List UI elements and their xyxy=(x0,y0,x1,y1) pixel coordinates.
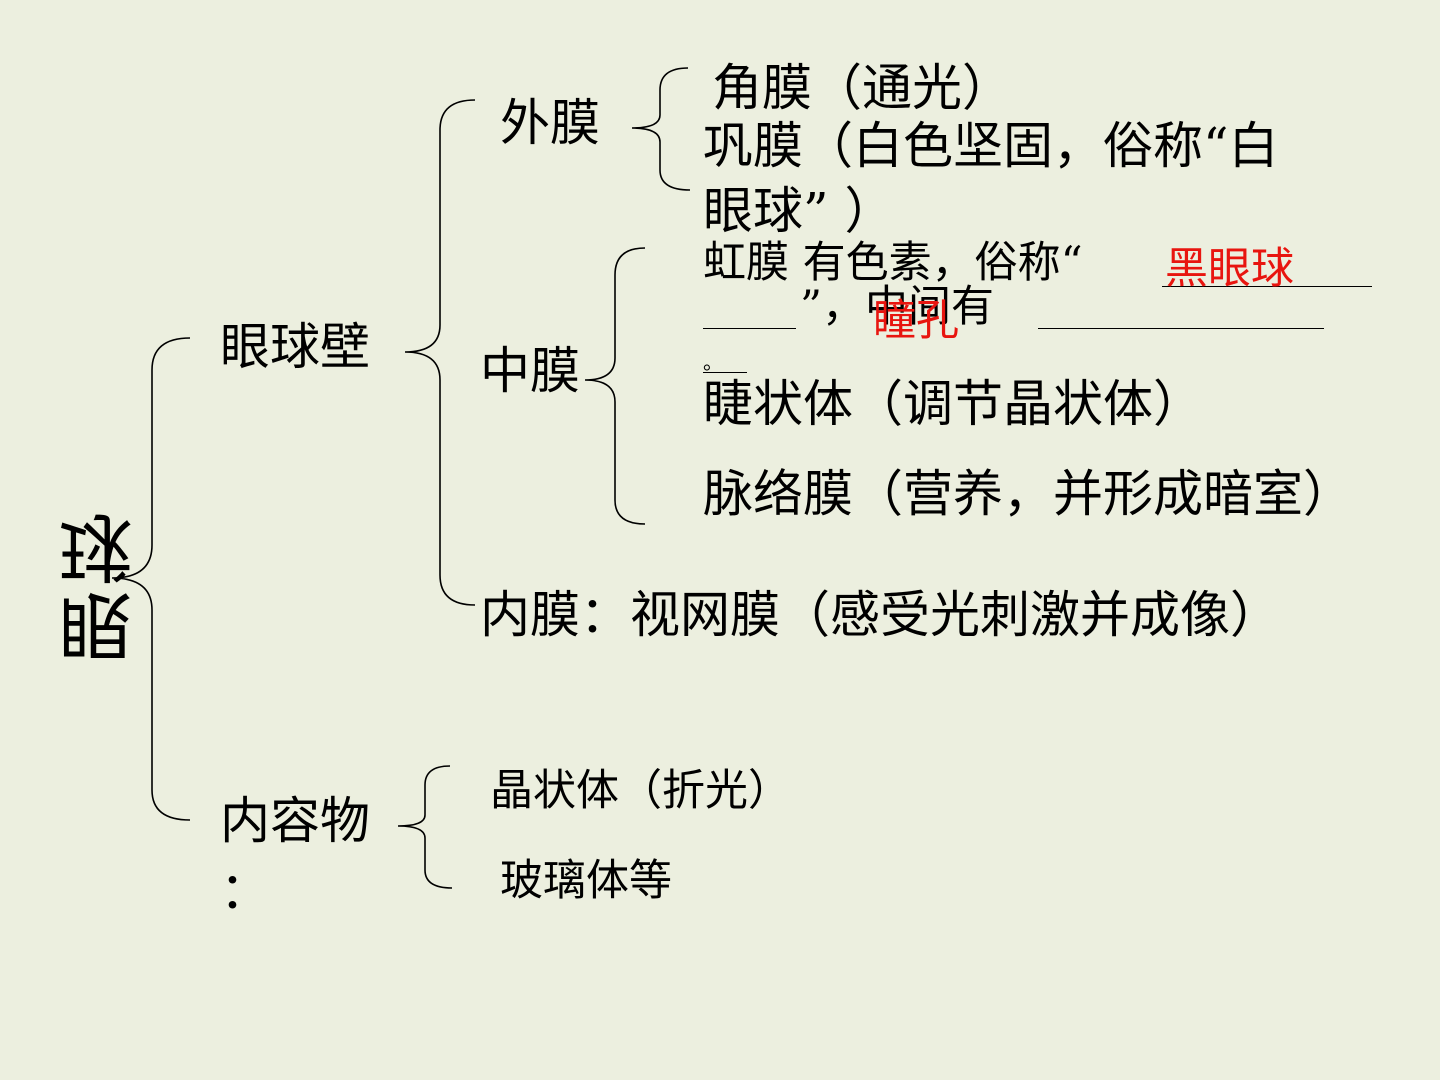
outer-label: 外膜 xyxy=(500,94,600,152)
iris-answer-1: 黑眼球 xyxy=(1165,244,1294,294)
outer-brace xyxy=(631,67,691,191)
middle-brace xyxy=(584,247,646,525)
iris-blank-2a xyxy=(703,328,796,329)
contents-label-line1: 内容物 xyxy=(220,792,370,850)
iris-text-line2: ”，中间有 xyxy=(800,282,994,332)
root-brace xyxy=(111,337,191,821)
wall-label: 眼球壁 xyxy=(220,318,370,376)
cornea-text: 角膜（通光） xyxy=(712,59,1012,117)
iris-blank-2b xyxy=(1038,328,1324,329)
middle-label: 中膜 xyxy=(480,342,580,400)
vitreous-text: 玻璃体等 xyxy=(500,856,672,906)
iris-blank-1 xyxy=(1162,286,1372,287)
root-label: 眼球 xyxy=(46,508,132,664)
iris-blank-3 xyxy=(703,372,747,373)
iris-answer-2: 瞳孔 xyxy=(873,296,959,346)
inner-text: 内膜：视网膜（感受光刺激并成像） xyxy=(480,586,1280,644)
ciliary-text: 睫状体（调节晶状体） xyxy=(703,375,1203,433)
lens-text: 晶状体（折光） xyxy=(490,766,791,816)
choroid-text: 脉络膜（营养，并形成暗室） xyxy=(703,465,1353,523)
sclera-text-line1: 巩膜（白色坚固，俗称“白 xyxy=(703,117,1279,175)
iris-text-end: 。 xyxy=(703,350,723,374)
iris-text-line1: 虹膜 有色素，俗称“ xyxy=(703,238,1083,288)
contents-label-line2: ： xyxy=(220,862,270,920)
sclera-text-line2: 眼球” ） xyxy=(703,182,895,240)
contents-brace xyxy=(397,765,453,889)
wall-brace xyxy=(404,99,476,606)
